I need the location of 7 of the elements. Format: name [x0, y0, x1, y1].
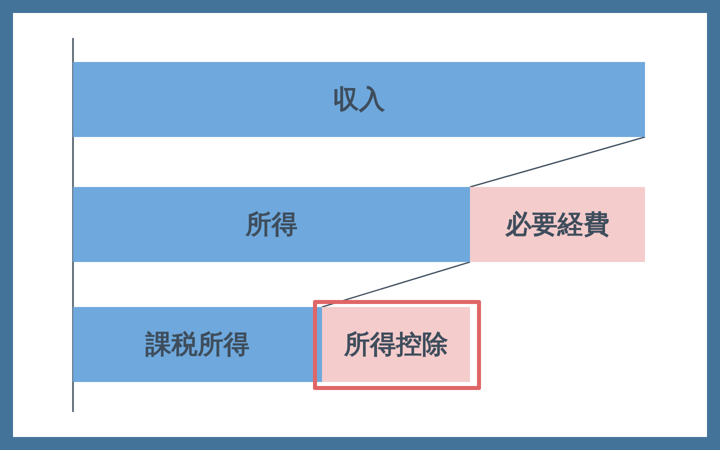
connector-line [322, 261, 470, 308]
connector-line [470, 136, 646, 188]
expense-bar: 必要経費 [470, 187, 645, 262]
deduction-bar: 所得控除 [322, 307, 470, 382]
income-bar: 課税所得 [73, 307, 322, 382]
income-bar: 所得 [73, 187, 470, 262]
income-bar: 収入 [73, 62, 645, 137]
